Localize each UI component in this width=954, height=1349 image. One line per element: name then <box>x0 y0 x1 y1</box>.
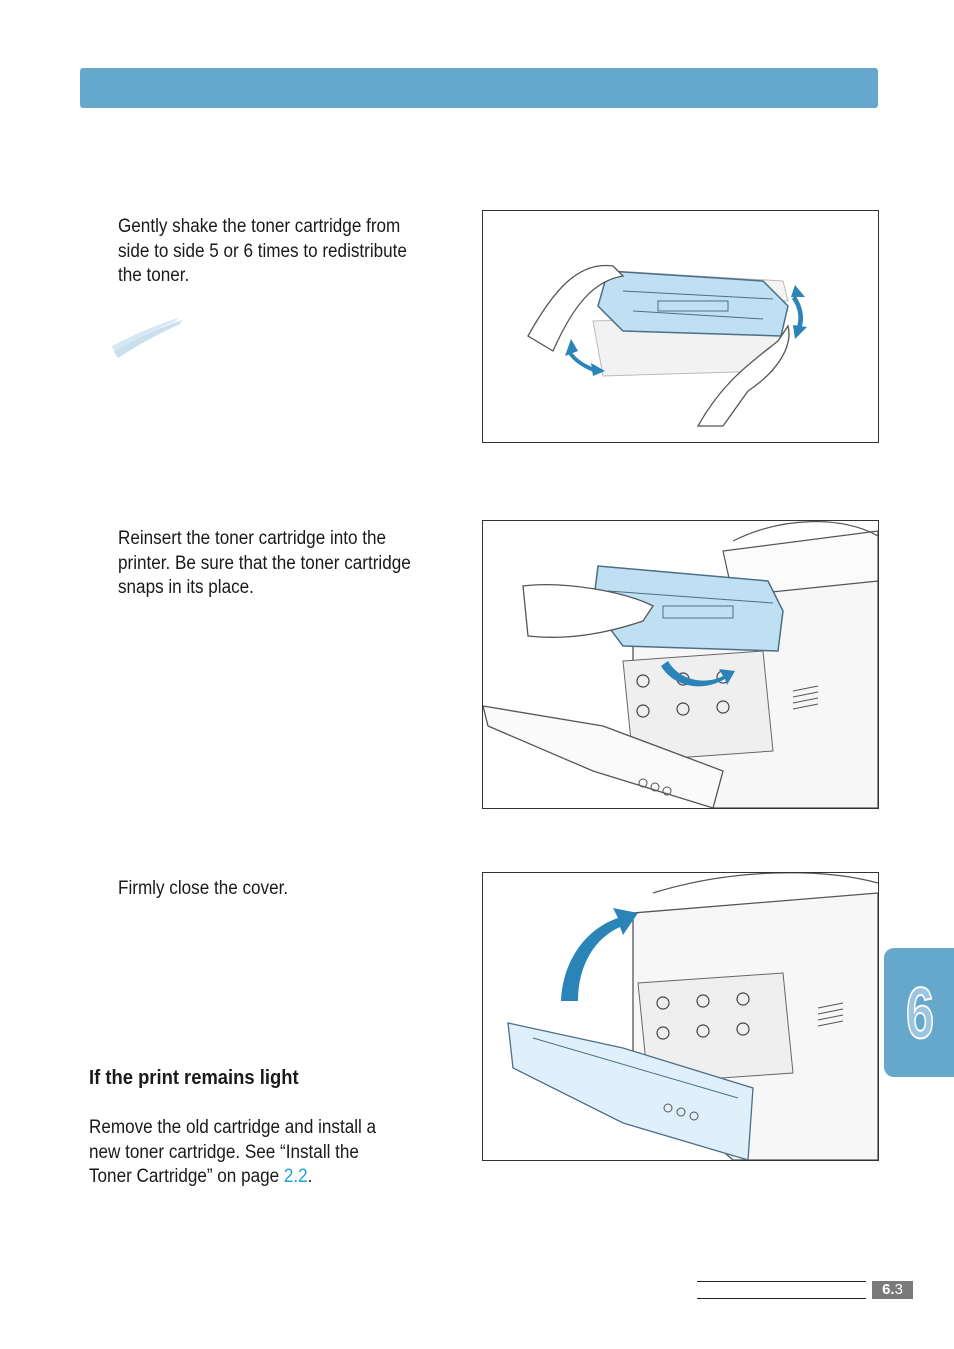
section-body: Remove the old cartridge and install a n… <box>89 1117 377 1187</box>
curved-arrow-icon <box>561 908 638 1001</box>
figure-reinsert-cartridge <box>482 520 879 809</box>
curved-arrow-icon <box>661 661 735 687</box>
figure-shake-cartridge <box>482 210 879 443</box>
brush-stroke-icon <box>112 318 182 358</box>
step-3-text: Firmly close the cover. <box>118 878 289 899</box>
step-1-text: Gently shake the toner cartridge from si… <box>118 216 407 286</box>
section-title: If the print remains light <box>89 1067 299 1089</box>
chapter-tab <box>884 948 954 1077</box>
page-number: 6.3 <box>872 1281 913 1299</box>
figure-close-cover <box>482 872 879 1161</box>
step-2-text: Reinsert the toner cartridge into the pr… <box>118 528 411 598</box>
chapter-number: 6 <box>905 973 935 1055</box>
header-bar <box>80 68 878 108</box>
footer-rule <box>697 1298 866 1299</box>
page-link[interactable]: 2.2 <box>283 1166 308 1187</box>
footer-rule <box>697 1281 866 1282</box>
